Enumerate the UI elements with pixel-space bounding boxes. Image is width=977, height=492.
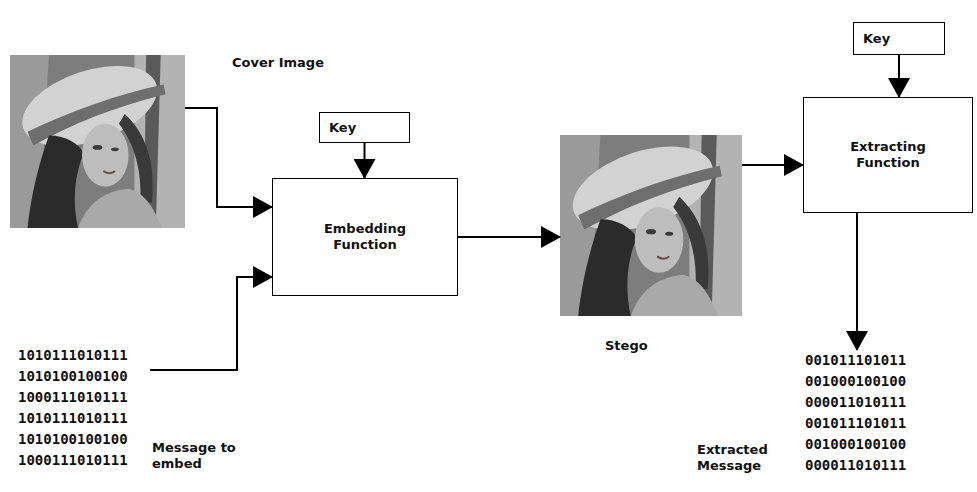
cover-photo <box>10 51 185 228</box>
flow-arrow <box>742 164 803 166</box>
key-label: Key <box>863 31 890 47</box>
flow-arrow <box>185 108 272 207</box>
stego-photo <box>560 130 742 316</box>
flow-arrow <box>364 143 366 178</box>
flow-arrow <box>856 213 858 350</box>
bit-string: 1010111010111 1010100100100 100011101011… <box>18 345 132 471</box>
stego-image: Stego <box>560 135 742 316</box>
flow-arrow <box>150 277 272 370</box>
cover-image: Cover Image <box>10 55 185 228</box>
image-label: Stego <box>605 338 648 354</box>
process-label: Extracting Function <box>828 139 948 171</box>
process-box: Extracting Function <box>803 97 973 213</box>
image-label: Cover Image <box>232 55 324 71</box>
flow-arrow <box>458 236 560 238</box>
bit-string: 001011101011 001000100100 000011010111 0… <box>805 350 919 476</box>
message-label: Message to embed <box>152 440 262 472</box>
extracted-bits: 001011101011 001000100100 000011010111 0… <box>805 350 935 480</box>
key-box: Key <box>853 22 945 55</box>
flow-arrow <box>898 55 900 97</box>
process-label: Embedding Function <box>305 221 425 253</box>
message-label: Extracted Message <box>697 442 779 474</box>
key-box: Key <box>319 112 410 143</box>
key-label: Key <box>329 120 356 136</box>
process-box: Embedding Function <box>272 178 458 296</box>
message-bits: 1010111010111 1010100100100 100011101011… <box>18 345 150 475</box>
